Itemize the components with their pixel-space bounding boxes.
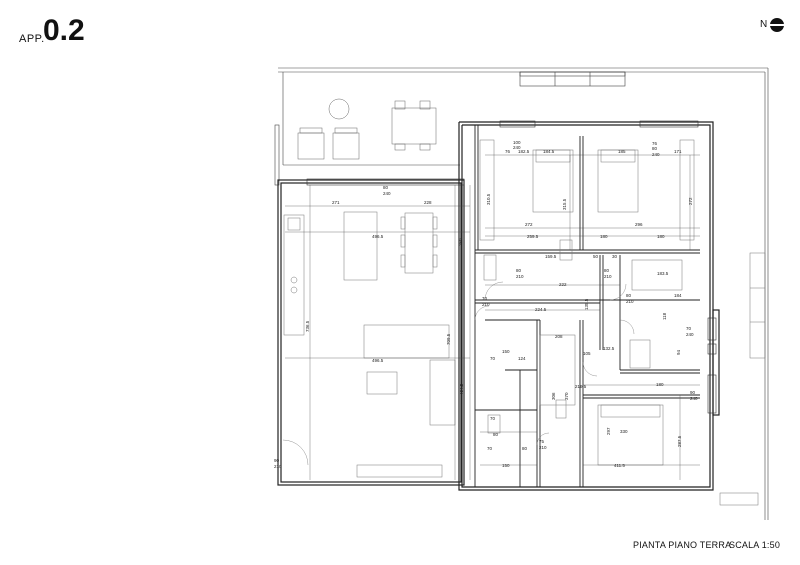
dim-label: 76 [652, 141, 658, 146]
dim-label: 306 [551, 392, 556, 400]
door-label-height: 210 [626, 299, 634, 304]
north-arrow: N [760, 17, 790, 35]
dim-label: 496.5 [372, 358, 384, 363]
dim-label: 184.5 [543, 149, 555, 154]
dim-label: 118 [662, 312, 667, 320]
dim-label: 259.5 [527, 234, 539, 239]
door-label-height: 210 [604, 274, 612, 279]
dim-label: 159.5 [545, 254, 557, 259]
dim-label: 171 [674, 149, 682, 154]
dim-label: 709.5 [446, 333, 451, 345]
apartment-prefix: APP. [19, 33, 45, 45]
door-label-height: 210 [539, 445, 547, 450]
door-label-width: 90 [274, 458, 280, 463]
dim-label: 180 [657, 234, 665, 239]
door-label-width: 90 [690, 390, 696, 395]
dim-label: 208 [555, 334, 563, 339]
door-label-width: 70 [482, 296, 488, 301]
door-label-height: 240 [686, 332, 694, 337]
dim-label: 30 [612, 254, 618, 259]
dim-label: 224.5 [535, 307, 547, 312]
door-label-width: 80 [604, 268, 610, 273]
dim-label: 496.5 [372, 234, 384, 239]
terrace [274, 67, 769, 520]
door-label-width: 80 [383, 185, 389, 190]
dim-label: 183.5 [657, 271, 669, 276]
dim-label: 370 [564, 392, 569, 400]
dim-label: 297 [606, 427, 611, 435]
dim-label: 228 [424, 200, 432, 205]
dim-label: 287.5 [677, 435, 682, 447]
dim-label: 70 [490, 356, 496, 361]
dimension-labels: 76 182.5 184.5 185 171 76 271 228 272 29… [332, 141, 682, 468]
dim-label: 310.5 [486, 193, 491, 205]
dim-label: 185 [618, 149, 626, 154]
furniture [283, 139, 766, 506]
door-label-height: 240 [383, 191, 391, 196]
door-label-width: 80 [516, 268, 522, 273]
dim-label: 296 [635, 222, 643, 227]
door-label-height: 240 [690, 396, 698, 401]
dim-label: 260 [458, 238, 463, 246]
window-openings [306, 120, 717, 414]
dim-label: 132.5 [603, 346, 615, 351]
dim-label: 94 [676, 349, 681, 355]
dim-label: 315.5 [562, 198, 567, 210]
dim-label: 464.5 [459, 383, 464, 395]
dim-label: 272 [688, 197, 693, 205]
dimension-lines [285, 154, 700, 480]
door-label-width: 100 [513, 140, 521, 145]
door-label-height: 210 [274, 464, 282, 469]
dim-label: 76 [505, 149, 511, 154]
door-swings [282, 281, 635, 466]
dim-label: 180 [600, 234, 608, 239]
dim-label: 184 [674, 293, 682, 298]
dim-label: 182.5 [518, 149, 530, 154]
dim-label: 180 [656, 382, 664, 387]
door-label-height: 240 [513, 145, 521, 150]
dim-label: 150 [502, 349, 510, 354]
door-label-width: 70 [686, 326, 692, 331]
terrace-furniture [297, 98, 437, 160]
dim-label: 70 [490, 416, 496, 421]
dim-label: 80 [493, 432, 499, 437]
dim-label: 70 [487, 446, 493, 451]
dim-label: 124 [518, 356, 526, 361]
dim-label: 272 [525, 222, 533, 227]
plan-title: PIANTA PIANO TERRA [633, 540, 732, 550]
door-labels: 80 240 100 240 80 240 80 210 80 210 80 2… [274, 140, 698, 469]
door-label-height: 210 [516, 274, 524, 279]
dim-label: 330 [620, 429, 628, 434]
dim-label: 50 [593, 254, 599, 259]
north-letter: N [760, 19, 768, 30]
dim-label: 736.5 [305, 320, 310, 332]
vertical-dimension-labels: 310.5 260 315.5 736.5 709.5 464.5 370 30… [305, 193, 693, 447]
apartment-number: 0.2 [43, 14, 85, 47]
door-label-width: 80 [626, 293, 632, 298]
dim-label: 411.5 [614, 463, 625, 468]
dim-label: 150 [502, 463, 510, 468]
dim-label: 222 [559, 282, 567, 287]
plan-scale: SCALA 1:50 [729, 540, 781, 550]
dim-label: 219.5 [575, 384, 587, 389]
interior-walls [474, 125, 700, 487]
north-bar [768, 24, 788, 26]
door-label-height: 210 [482, 302, 490, 307]
door-label-width: 80 [652, 146, 658, 151]
dim-label: 135.5 [584, 298, 589, 310]
exterior-walls [277, 121, 720, 491]
door-label-height: 240 [652, 152, 660, 157]
door-label-width: 75 [539, 439, 545, 444]
dim-label: 80 [522, 446, 528, 451]
dim-label: 105 [583, 351, 591, 356]
dim-label: 271 [332, 200, 340, 205]
